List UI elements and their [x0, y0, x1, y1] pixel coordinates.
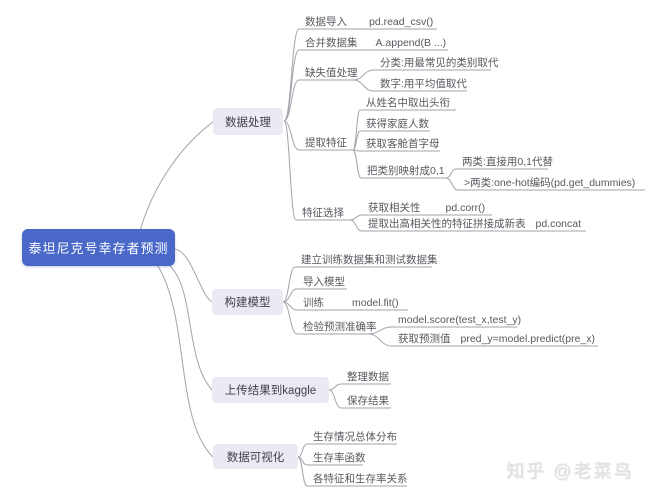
topic-data-import[interactable]: 数据导入 pd.read_csv()	[305, 16, 433, 29]
topic-extract-features[interactable]: 提取特征	[305, 137, 347, 150]
topic-onehot-encoding[interactable]: >两类:one-hot编码(pd.get_dummies)	[464, 177, 635, 190]
topic-import-model-label: 导入模型	[303, 276, 345, 288]
topic-train-test-split[interactable]: 建立训练数据集和测试数据集	[301, 254, 438, 267]
topic-data-processing-label: 数据处理	[225, 116, 271, 129]
topic-build-model-label: 构建模型	[224, 297, 271, 309]
topic-missing-values-label: 缺失值处理	[305, 67, 358, 79]
topic-missing-numeric-label: 数字:用平均值取代	[380, 78, 467, 90]
topic-get-prediction-code: pred_y=model.predict(pre_x)	[460, 333, 596, 345]
topic-family-size[interactable]: 获得家庭人数	[366, 118, 429, 131]
topic-map-category-01-label: 把类别映射成0,1	[367, 165, 445, 177]
topic-merge-datasets[interactable]: 合并数据集 A.append(B ...)	[305, 37, 446, 50]
topic-correlation-label: 获取相关性	[368, 202, 421, 214]
topic-survival-distribution-label: 生存情况总体分布	[313, 431, 397, 443]
topic-import-model[interactable]: 导入模型	[303, 276, 345, 289]
topic-save-results[interactable]: 保存结果	[347, 395, 389, 408]
topic-map-category-01[interactable]: 把类别映射成0,1	[367, 165, 445, 178]
topic-family-size-label: 获得家庭人数	[366, 118, 429, 130]
topic-get-prediction[interactable]: 获取预测值 pred_y=model.predict(pre_x)	[398, 333, 595, 346]
topic-correlation[interactable]: 获取相关性 pd.corr()	[368, 202, 485, 215]
topic-data-processing[interactable]: 数据处理	[213, 108, 283, 135]
topic-upload-kaggle-label: 上传结果到kaggle	[224, 385, 317, 397]
topic-correlation-code: pd.corr()	[445, 202, 486, 214]
topic-missing-values[interactable]: 缺失值处理	[305, 67, 358, 80]
topic-data-import-label: 数据导入	[305, 16, 347, 28]
topic-visualization-label: 数据可视化	[226, 451, 285, 464]
topic-merge-datasets-code: A.append(B ...)	[375, 37, 447, 49]
topic-check-accuracy[interactable]: 检验预测准确率	[303, 321, 377, 334]
topic-train[interactable]: 训练 model.fit()	[303, 297, 399, 310]
topic-visualization[interactable]: 数据可视化	[213, 444, 298, 469]
topic-feature-survival-relation[interactable]: 各特征和生存率关系	[313, 473, 408, 486]
topic-two-classes[interactable]: 两类:直接用0,1代替	[462, 156, 553, 169]
topic-concat-table-label: 提取出高相关性的特征拼接成新表	[368, 218, 526, 230]
topic-concat-table-code: pd.concat	[535, 218, 582, 230]
topic-survival-rate-function-label: 生存率函数	[313, 452, 366, 464]
topic-extract-features-label: 提取特征	[305, 137, 347, 149]
topic-title-from-name[interactable]: 从姓名中取出头衔	[366, 97, 450, 110]
topic-train-code: model.fit()	[352, 297, 399, 309]
topic-concat-table[interactable]: 提取出高相关性的特征拼接成新表 pd.concat	[368, 218, 581, 231]
topic-check-accuracy-label: 检验预测准确率	[303, 321, 377, 333]
topic-title-from-name-label: 从姓名中取出头衔	[366, 97, 450, 109]
watermark: 知乎 @老菜鸟	[506, 461, 634, 481]
topic-model-score[interactable]: model.score(test_x,test_y)	[398, 314, 521, 327]
topic-upload-kaggle[interactable]: 上传结果到kaggle	[212, 377, 329, 403]
topic-feature-survival-relation-label: 各特征和生存率关系	[313, 473, 408, 485]
topic-train-test-split-label: 建立训练数据集和测试数据集	[301, 254, 438, 266]
topic-model-score-label: model.score(test_x,test_y)	[398, 314, 522, 326]
topic-survival-rate-function[interactable]: 生存率函数	[313, 452, 366, 465]
topic-root-label: 泰坦尼克号幸存者预测	[28, 241, 169, 256]
topic-organize-data-label: 整理数据	[347, 371, 389, 383]
topic-two-classes-label: 两类:直接用0,1代替	[462, 156, 554, 168]
topic-missing-category[interactable]: 分类:用最常见的类别取代	[380, 57, 498, 70]
topic-feature-selection-label: 特征选择	[302, 207, 344, 219]
topic-train-label: 训练	[303, 297, 324, 309]
topic-survival-distribution[interactable]: 生存情况总体分布	[313, 431, 397, 444]
topic-organize-data[interactable]: 整理数据	[347, 371, 389, 384]
topic-get-prediction-label: 获取预测值	[398, 333, 451, 345]
topic-feature-selection[interactable]: 特征选择	[302, 207, 344, 220]
topic-missing-category-label: 分类:用最常见的类别取代	[380, 57, 499, 69]
topic-merge-datasets-label: 合并数据集	[305, 37, 358, 49]
topic-cabin-initial[interactable]: 获取客舱首字母	[366, 138, 440, 151]
topic-onehot-encoding-label: >两类:one-hot编码(pd.get_dummies)	[464, 177, 636, 189]
topic-cabin-initial-label: 获取客舱首字母	[366, 138, 440, 150]
topic-build-model[interactable]: 构建模型	[212, 289, 283, 315]
topic-save-results-label: 保存结果	[347, 395, 389, 407]
topic-data-import-code: pd.read_csv()	[369, 16, 434, 28]
topic-root[interactable]: 泰坦尼克号幸存者预测	[22, 229, 175, 266]
topic-missing-numeric[interactable]: 数字:用平均值取代	[380, 78, 467, 91]
